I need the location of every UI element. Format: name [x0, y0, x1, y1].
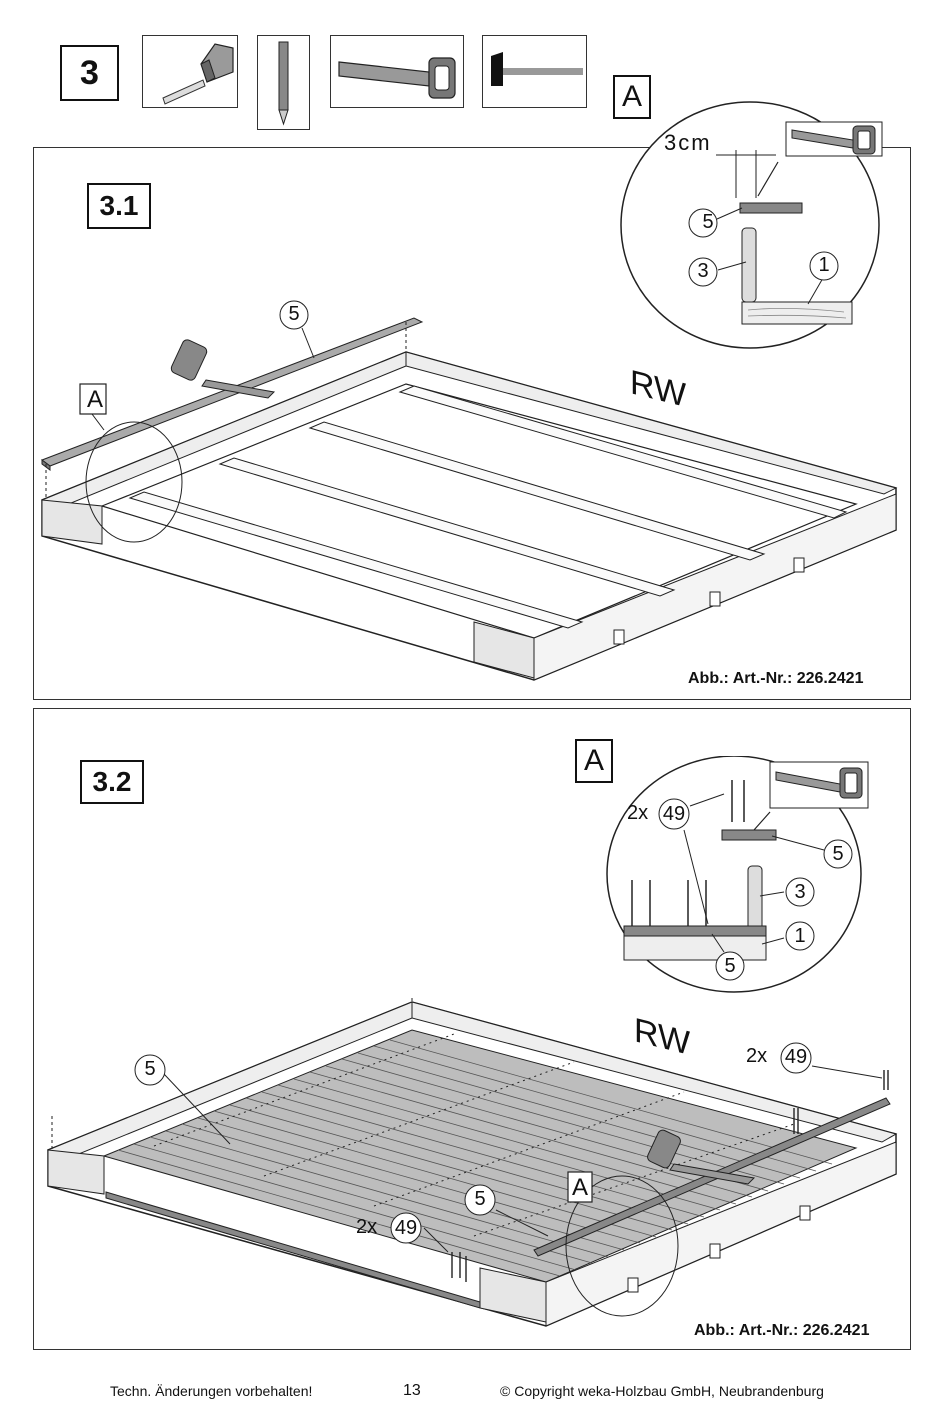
callout-1: 1: [818, 254, 830, 276]
detail-circle-3-2: [606, 756, 869, 993]
footer-disclaimer: Techn. Änderungen vorbehalten!: [110, 1383, 313, 1399]
main-callout-5: 5: [144, 1058, 156, 1080]
saw-icon: [330, 35, 464, 108]
callout-5: 5: [702, 211, 714, 233]
main-callout-49: 49: [394, 1217, 418, 1239]
pencil-icon: [257, 35, 310, 130]
main-callout-49-b: 49: [784, 1046, 808, 1068]
tape-measure-icon: [142, 35, 238, 108]
callout-5-bottom: 5: [724, 955, 736, 977]
detail-letter-3-2: A: [575, 739, 613, 783]
step-label-3-1: 3.1: [87, 183, 151, 229]
hammer-icon: [482, 35, 587, 108]
main-detail-a: A: [86, 386, 103, 413]
main-nails2-prefix: 2x: [746, 1045, 768, 1067]
caption-3-2: Abb.: Art.-Nr.: 226.2421: [694, 1322, 870, 1339]
caption-3-1: Abb.: Art.-Nr.: 226.2421: [688, 670, 864, 687]
dim-3cm: 3cm: [664, 130, 712, 155]
main-callout-5: 5: [288, 303, 300, 325]
floor-frame-drawing-3-1: [40, 300, 898, 681]
main-callout-5b: 5: [474, 1188, 486, 1210]
callout-3: 3: [697, 260, 709, 282]
step-number: 3: [60, 45, 119, 101]
detail-circle-3-1: [620, 101, 883, 349]
callout-49: 49: [662, 803, 686, 825]
detail-letter-3-1: A: [613, 75, 651, 119]
callout-3: 3: [794, 881, 806, 903]
main-detail-a: A: [571, 1174, 588, 1201]
main-nails-prefix: 2x: [356, 1216, 378, 1238]
callout-1: 1: [794, 925, 806, 947]
page-number: 13: [403, 1382, 421, 1399]
step-label-3-2: 3.2: [80, 760, 144, 804]
callout-5-top: 5: [832, 843, 844, 865]
nails-prefix: 2x: [627, 802, 649, 824]
footer-copyright: © Copyright weka-Holzbau GmbH, Neubrande…: [500, 1383, 824, 1399]
floor-deck-drawing-3-2: [46, 996, 898, 1327]
